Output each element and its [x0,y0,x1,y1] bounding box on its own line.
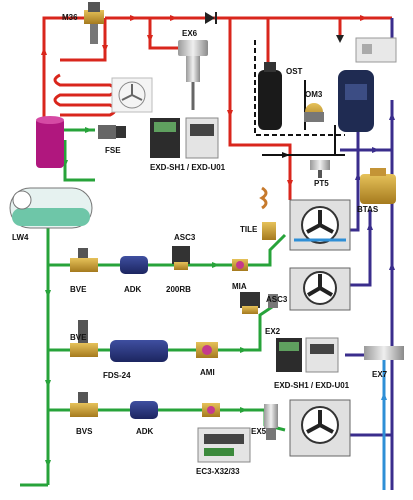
m36-valve [84,2,104,44]
adk-filter-1 [120,256,148,274]
tile-valve [259,186,276,240]
sightglass-3 [202,403,220,417]
label-asc3-a: ASC3 [174,233,196,242]
label-ost: OST [286,67,303,76]
bve-valve-1 [70,248,98,272]
fds24-filter [110,340,168,362]
ex5-valve [264,404,278,440]
controller-exd-top [150,117,219,159]
component-labels: M36 EX6 OST OM3 FSE EXD-SH1 / EXD-U01 PT… [12,13,388,476]
label-adk-2: ADK [136,427,154,436]
label-tile: TILE [240,225,258,234]
label-asc3-b: ASC3 [266,295,288,304]
asc3-solenoid-1 [172,246,190,270]
adk-filter-2 [130,401,158,419]
label-pt5: PT5 [314,179,329,188]
label-bve-1: BVE [70,285,87,294]
label-ex5: EX5 [251,427,267,436]
ex7-valve [364,346,404,360]
label-ex7: EX7 [372,370,388,379]
discharge-lines [42,16,392,200]
label-m36: M36 [62,13,78,22]
flow-arrows [41,15,368,188]
lw4-tank [9,187,93,229]
label-bvs: BVS [76,427,93,436]
label-exd-top: EXD-SH1 / EXD-U01 [150,163,226,172]
label-ami: AMI [200,368,215,377]
label-om3: OM3 [305,90,323,99]
ex6-valve [178,40,208,110]
bve-valve-2 [70,320,98,357]
label-lw4: LW4 [12,233,29,242]
ec3-controller [197,427,251,463]
asc3-solenoid-2 [240,292,260,314]
label-ex2: EX2 [265,327,281,336]
evaporator-2 [289,267,351,311]
btas-accumulator [360,168,396,204]
label-adk-1: ADK [124,285,142,294]
fse-valve [98,125,126,139]
bvs-valve [70,392,98,417]
liquid-receiver [36,116,64,168]
label-mia: MIA [232,282,247,291]
condenser-fan [111,77,153,113]
label-ex6: EX6 [182,29,198,38]
compressor [338,37,397,132]
ex2-valve [268,294,278,308]
om3-regulator [304,103,324,122]
label-200rb: 200RB [166,285,191,294]
ost-separator [258,62,282,130]
label-fse: FSE [105,146,121,155]
check-valve-icon [205,12,344,43]
pt5-sensor [310,160,330,178]
mia-sightglass [232,259,248,271]
label-ec3: EC3-X32/33 [196,467,240,476]
evaporator-1 [289,199,351,251]
evaporator-3 [289,399,351,457]
label-btas: BTAS [357,205,379,214]
ami-sightglass [196,342,218,358]
label-fds24: FDS-24 [103,371,131,380]
label-bve-2: BVE [70,333,87,342]
controller-exd-bottom [276,337,339,373]
label-exd-bottom: EXD-SH1 / EXD-U01 [274,381,350,390]
